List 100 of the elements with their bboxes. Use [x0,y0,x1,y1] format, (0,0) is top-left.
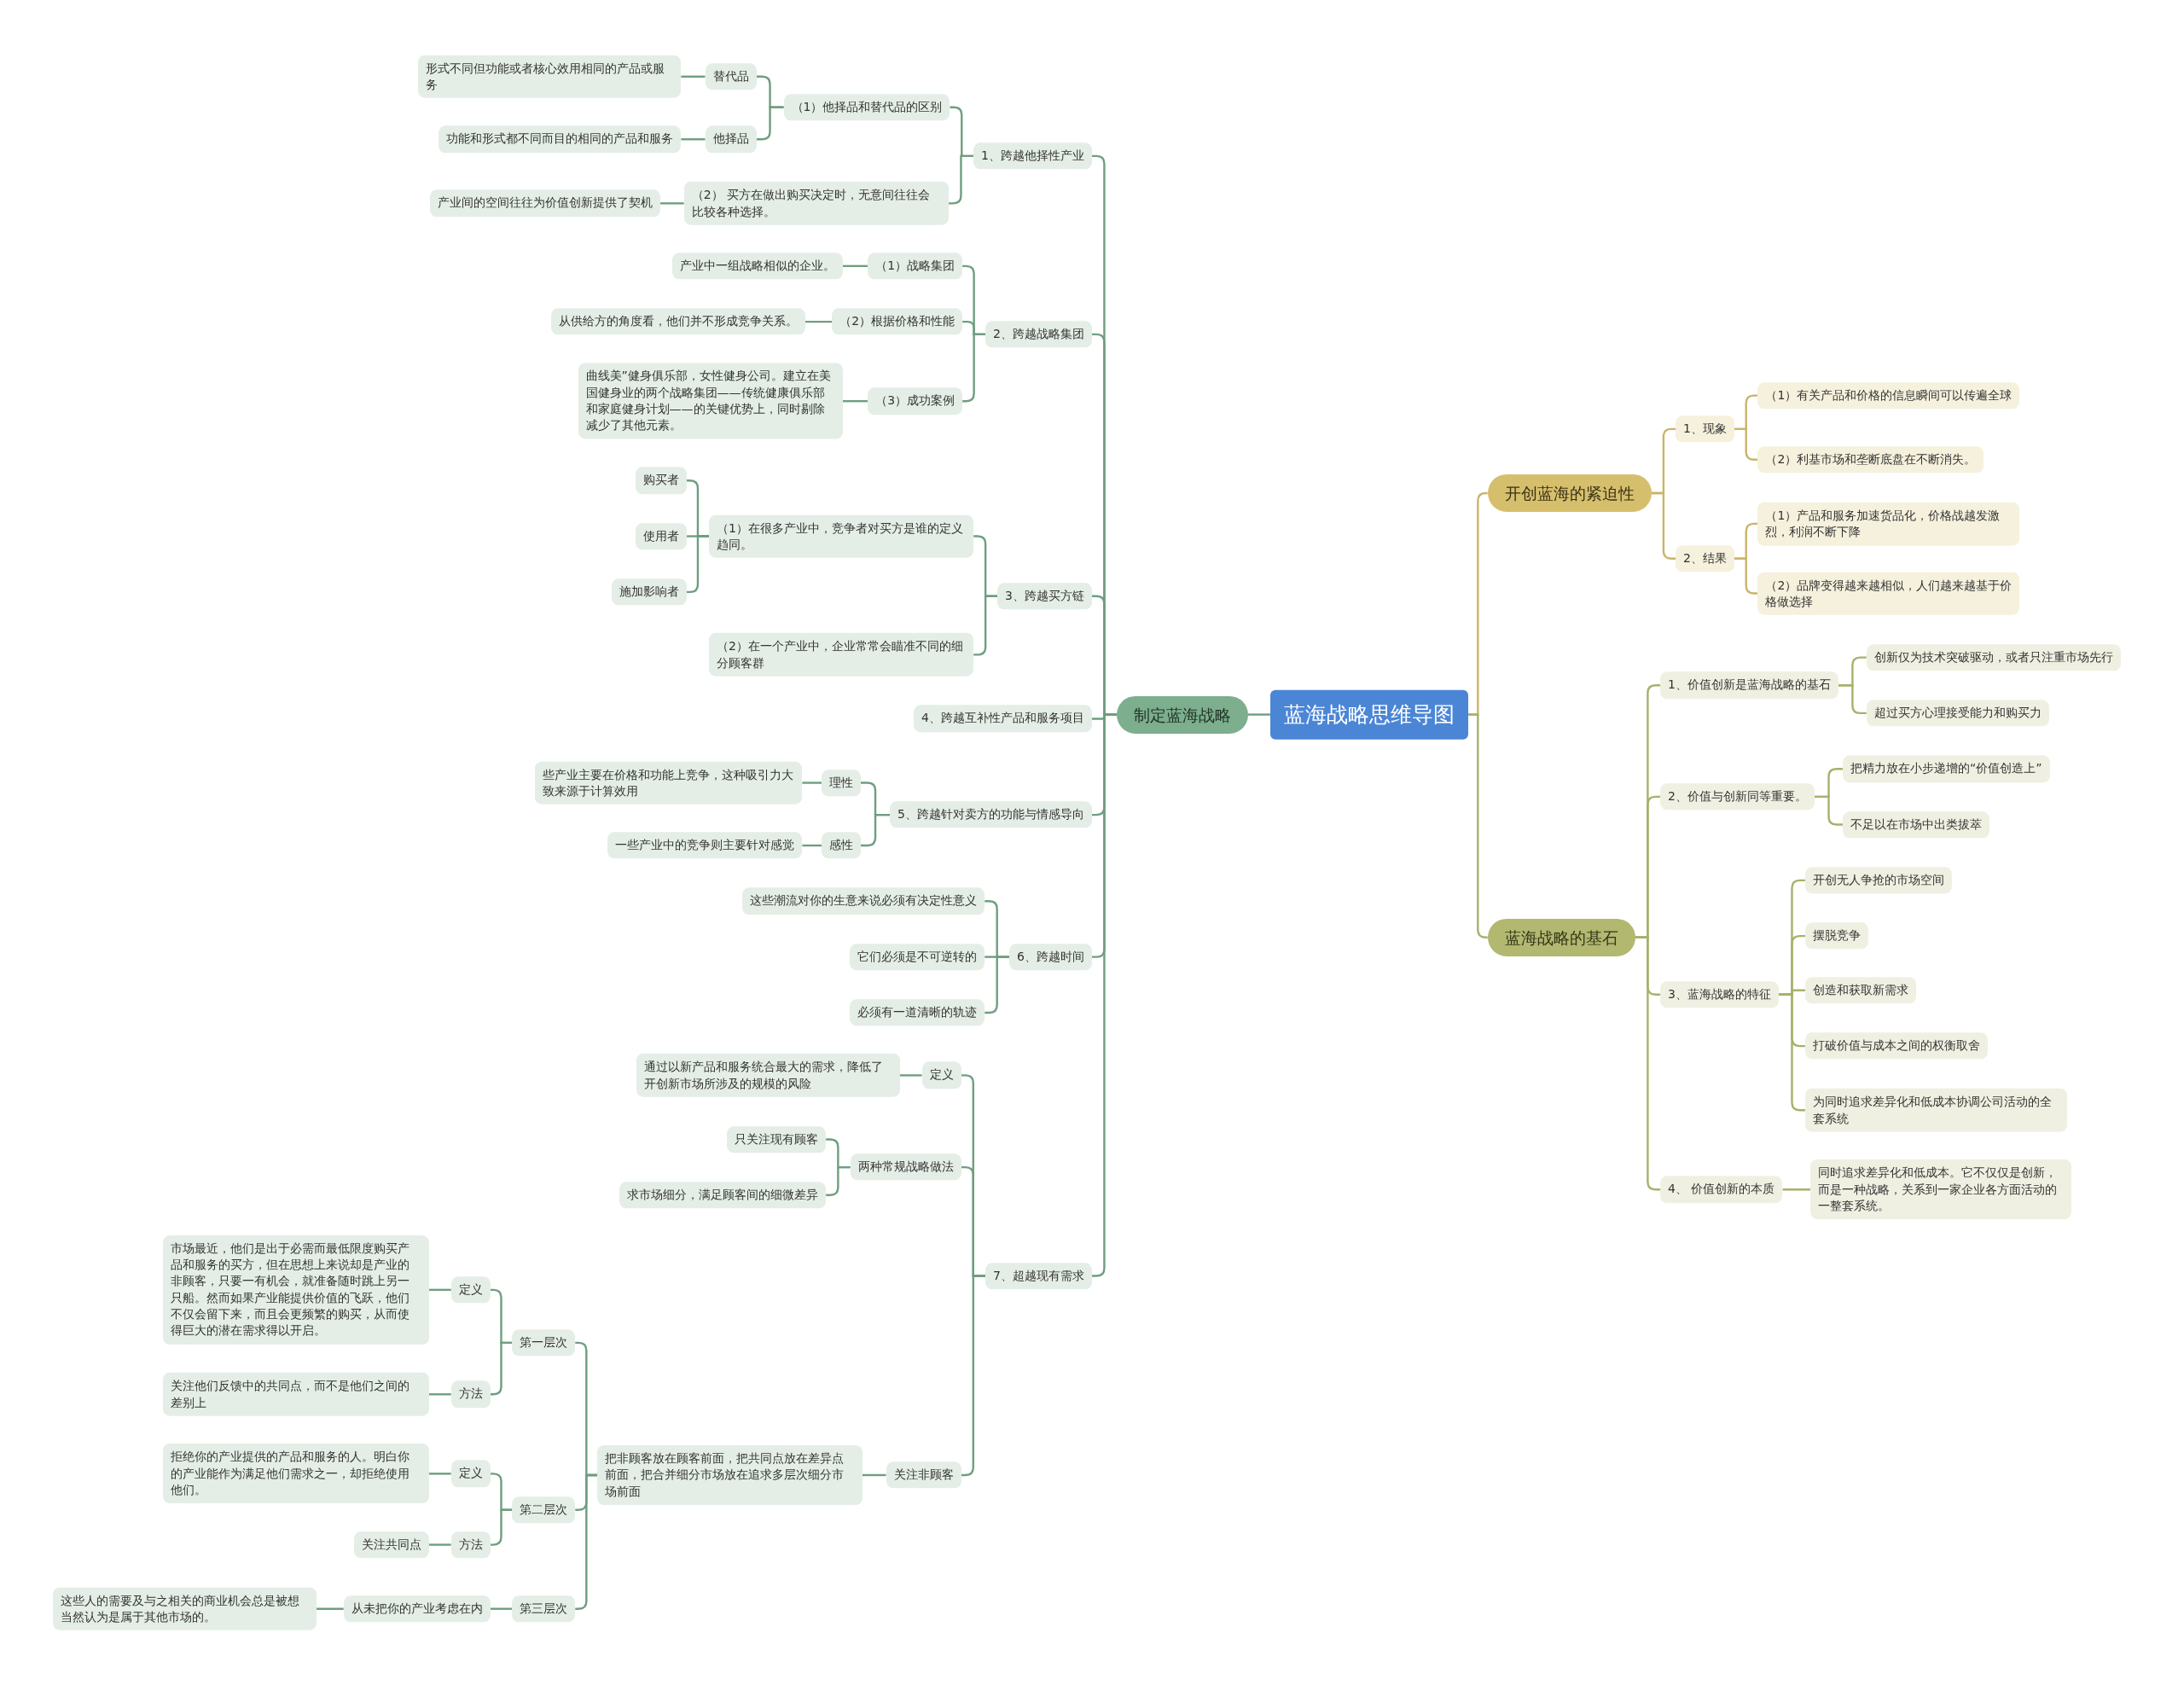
connector-line [804,320,833,323]
topic-box: 4、跨越互补性产品和服务项目 [914,705,1092,733]
connector-line [1838,684,1867,715]
topic-box: 购买者 [635,467,687,494]
connector-line [490,1607,513,1610]
connector-line [802,781,822,784]
topic-box: （1）在很多产业中，竞争者对买方是谁的定义趋同。 [709,514,974,558]
topic-box: 2、结果 [1676,545,1734,572]
topic-box: 只关注现有顾客 [727,1125,827,1153]
topic-box: 定义 [450,1276,491,1304]
topic-box: 感性 [822,832,861,859]
topic-box: 为同时追求差异化和低成本协调公司活动的全套系统 [1804,1088,2067,1132]
connector-line [575,1473,598,1610]
topic-box: 3、蓝海战略的特征 [1660,981,1780,1008]
topic-box: 1、现象 [1676,415,1734,443]
topic-box: 创新仅为技术突破驱动，或者只注重市场先行 [1866,643,2121,671]
connector-line [428,1543,451,1546]
connector-line [428,1473,451,1475]
topic-box: 4、 价值创新的本质 [1660,1176,1783,1203]
topic-box: 6、跨越时间 [1009,943,1092,971]
topic-box: 摆脱竞争 [1804,922,1868,950]
topic-box: 两种常规战略做法 [850,1153,961,1181]
topic-box: 打破价值与成本之间的权衡取舍 [1804,1032,1988,1060]
connector-line [802,844,822,847]
topic-box: 定义 [450,1460,491,1487]
topic-box: （2）根据价格和性能 [832,308,963,335]
topic-box: （1）他择品和替代品的区别 [783,94,950,121]
topic-box: 他择品 [705,125,757,153]
branch-topic: 开创蓝海的紧迫性 [1487,474,1652,513]
topic-box: 创造和获取新需求 [1804,977,1916,1004]
connector-line [948,154,974,205]
topic-box: 从未把你的产业考虑在内 [343,1595,491,1623]
topic-box: （2）品牌变得越来越相似，人们越来越基于价格做选择 [1757,572,2020,615]
topic-box: 5、跨越针对卖方的功能与情感导向 [890,801,1092,828]
connector-line [681,138,706,141]
connector-line [861,813,891,847]
central-topic: 蓝海战略思维导图 [1269,689,1468,740]
topic-box: 必须有一道清晰的轨迹 [850,999,985,1026]
connector-line [899,1074,922,1077]
topic-box: （3）成功案例 [868,387,963,415]
connector-line [1779,993,1805,1112]
connector-line [1782,1188,1811,1191]
branch-topic: 制定蓝海战略 [1116,695,1248,734]
topic-box: 它们必须是不可逆转的 [850,943,985,971]
topic-box: （2）利基市场和垄断底盘在不断消失。 [1757,446,1984,474]
connector-line [842,264,868,268]
topic-box: （2） 买方在做出购买决定时，无意间往往会比较各种选择。 [683,182,949,225]
connector-line [428,1393,451,1396]
connector-line [1467,713,1488,938]
connector-line [826,1165,851,1196]
connector-line [428,1288,451,1292]
topic-box: （1）有关产品和价格的信息瞬间可以传遍全球 [1757,382,2020,410]
connector-line [1734,427,1758,461]
topic-box: 理性 [822,769,861,797]
topic-box: 替代品 [705,63,757,90]
topic-box: （2）在一个产业中，企业常常会瞄准不同的细分顾客群 [709,633,974,677]
topic-box: 市场最近，他们是出于必需而最低限度购买产品和服务的买方，但在思想上来说却是产业的非顾客，只要一有机会，就准备随时跳上另一只船。然而如果产业能提供价值的飞跃，他们不仅会留下来，而且会更频繁的购买，从而使得巨大的潜在需求得以开启。 [163,1235,429,1345]
topic-box: 同时追求差异化和低成本。它不仅仅是创新，而是一种战略，关系到一家企业各方面活动的一整套系统。 [1810,1159,2071,1220]
topic-box: 关注共同点 [353,1531,429,1559]
topic-box: 超过买方心理接受能力和购买力 [1866,700,2049,727]
connector-line [756,106,784,141]
topic-box: 些产业主要在价格和功能上竞争，这种吸引力大致来源于计算效用 [534,761,803,805]
topic-box: （1）产品和服务加速货品化，价格战越发激烈，利润不断下降 [1757,502,2020,546]
topic-box: 产业间的空间往往为价值创新提供了契机 [429,189,660,217]
topic-box: 关注他们反馈中的共同点，而不是他们之间的差别上 [163,1372,429,1416]
topic-box: 拒绝你的产业提供的产品和服务的人。明白你的产业能作为满足他们需求之一，却拒绝使用他们。 [163,1444,429,1504]
branch-topic: 蓝海战略的基石 [1487,918,1635,956]
topic-box: 7、超越现有需求 [985,1262,1092,1290]
topic-box: 3、跨越买方链 [997,583,1092,610]
topic-box: 关注非顾客 [886,1461,961,1489]
topic-box: 开创无人争抢的市场空间 [1804,867,1952,894]
connector-line [490,1341,513,1396]
topic-box: 2、价值与创新同等重要。 [1660,783,1815,811]
topic-box: 不足以在市场中出类拔萃 [1843,811,1989,839]
topic-box: 产业中一组战略相似的企业。 [671,253,843,280]
topic-box: 功能和形式都不同而目的相同的产品和服务 [439,125,682,153]
topic-box: 施加影响者 [611,578,687,606]
topic-box: 第一层次 [512,1329,576,1357]
topic-box: 把精力放在小步递增的“价值创造上” [1843,755,2050,782]
topic-box: 通过以新产品和服务统合最大的需求，降低了开创新市场所涉及的规模的风险 [636,1054,900,1097]
topic-box: 定义 [921,1061,961,1089]
connector-line [490,1508,513,1546]
topic-box: 这些潮流对你的生意来说必须有决定性意义 [742,887,985,915]
topic-box: 这些人的需要及与之相关的商业机会总是被想当然认为是属于其他市场的。 [53,1587,317,1630]
connector-line [1815,795,1843,826]
topic-box: 方法 [450,1380,491,1408]
topic-box: 2、跨越战略集团 [985,321,1092,348]
topic-box: 从供给方的角度看，他们并不形成竞争关系。 [550,308,805,335]
topic-box: 1、价值创新是蓝海战略的基石 [1660,671,1839,699]
connector-line [316,1607,344,1610]
topic-box: 把非顾客放在顾客前面，把共同点放在差异点前面，把合并细分市场放在追求多层次细分市场前面 [597,1445,863,1505]
topic-box: 方法 [450,1531,491,1559]
topic-box: 1、跨越他择性产业 [973,142,1092,170]
connector-line [681,75,706,78]
topic-box: 一些产业中的竞争则主要针对感觉 [607,832,803,859]
connector-line [842,400,868,403]
topic-box: （1）战略集团 [868,253,963,280]
connector-line [1734,557,1758,595]
topic-box: 使用者 [635,522,687,550]
topic-box: 形式不同但功能或者核心效用相同的产品或服务 [417,55,682,99]
